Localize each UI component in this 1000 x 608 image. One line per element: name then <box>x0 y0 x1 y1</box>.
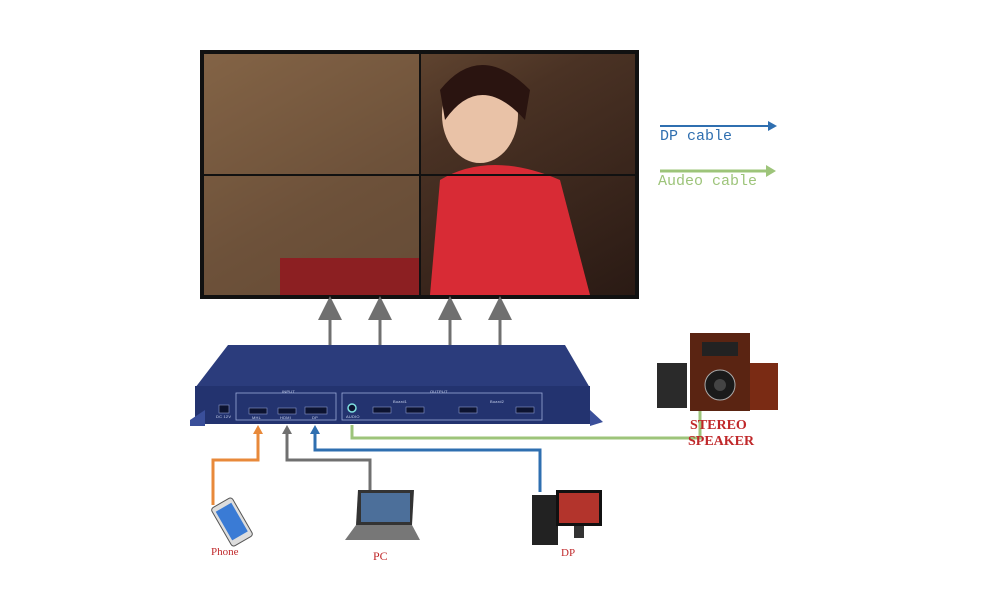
speaker-label-line2: SPEAKER <box>688 434 755 449</box>
phone-label: Phone <box>211 546 239 558</box>
red-dress <box>430 165 590 295</box>
audio-cable-legend-label: Audeo cable <box>658 173 758 190</box>
output-arrows <box>318 296 512 350</box>
mhl-cable <box>211 428 260 505</box>
dp-cable-legend-label: DP cable <box>660 128 733 145</box>
output-label: OUTPUT <box>430 389 448 394</box>
dp-cable <box>313 428 542 492</box>
splitter-device <box>190 345 603 426</box>
board1-label: Board1 <box>393 399 408 404</box>
power-label: DC 12V <box>216 414 232 419</box>
dp-port-label: DP <box>312 415 318 420</box>
laptop-icon <box>345 490 420 540</box>
hdmi-port-label: HDMI <box>280 415 292 420</box>
video-wall <box>200 50 639 299</box>
desktop-computer-icon <box>532 490 602 545</box>
audio-port-label: AUDIO <box>346 414 360 419</box>
mhl-port-label: MHL <box>252 415 262 420</box>
input-label: INPUT <box>282 389 295 394</box>
phone-icon <box>211 497 253 547</box>
stereo-speaker-icon <box>657 333 778 411</box>
hdmi-cable <box>285 428 372 492</box>
dp-source-label: DP <box>561 547 576 559</box>
speaker-label: STEREO SPEAKER <box>688 418 755 450</box>
pc-label: PC <box>373 549 388 563</box>
audio-cable <box>350 410 702 440</box>
board2-label: Board2 <box>490 399 505 404</box>
speaker-label-line1: STEREO <box>690 418 747 433</box>
